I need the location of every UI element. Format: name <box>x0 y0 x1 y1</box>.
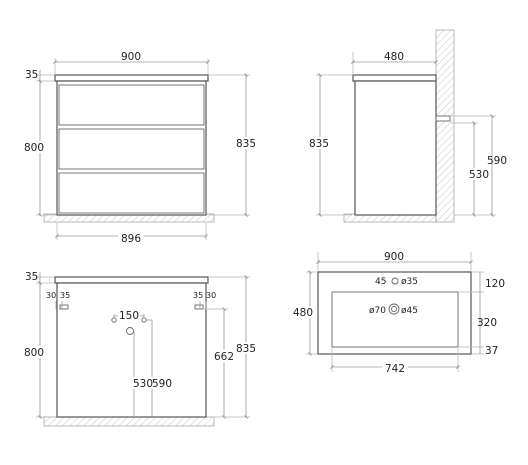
back-floor <box>43 416 215 427</box>
top-depth-label: 480 <box>293 307 313 319</box>
front-body-height-label: 800 <box>24 142 44 154</box>
top-front-margin-label: 37 <box>485 345 498 357</box>
back-edge-right-a: 35 <box>193 291 203 300</box>
back-right-rail <box>194 304 204 310</box>
back-edge-right-b: 30 <box>206 291 216 300</box>
top-bowl-width-label: 742 <box>385 363 405 375</box>
back-pipe-low-label: 530 <box>133 378 153 390</box>
back-view: 30 35 35 30 150 530 590 35 800 <box>22 271 258 427</box>
front-drawer-3 <box>58 172 205 214</box>
top-bowl-offset-label: ø70 <box>369 306 386 316</box>
front-width-top-label: 900 <box>121 51 141 63</box>
front-top-thickness-label: 35 <box>25 69 38 81</box>
back-drain-hole <box>126 327 134 335</box>
side-countertop <box>352 74 437 82</box>
back-total-height-label: 835 <box>236 343 256 355</box>
back-countertop <box>54 276 209 284</box>
back-cabinet-body <box>56 282 207 418</box>
top-drain-hole-label: ø45 <box>401 306 418 316</box>
back-pipe-high-label: 590 <box>152 378 172 390</box>
back-inner-height-label: 662 <box>214 351 234 363</box>
front-view: 900 35 800 835 896 <box>22 51 258 245</box>
top-view: 45 ø35 ø70 ø45 900 480 120 320 37 742 <box>292 251 505 375</box>
front-countertop <box>54 74 209 82</box>
top-back-margin-label: 120 <box>485 278 505 290</box>
back-pipe-hole-left <box>111 317 117 323</box>
top-bowl-depth-label: 320 <box>477 317 497 329</box>
side-cabinet-body <box>354 80 437 216</box>
side-total-height-label: 835 <box>309 138 329 150</box>
back-edge-left-a: 30 <box>46 291 56 300</box>
side-pipe-high-label: 590 <box>487 155 507 167</box>
back-pipe-hole-right <box>141 317 147 323</box>
front-drawer-1 <box>58 84 205 126</box>
back-edge-left-b: 35 <box>60 291 70 300</box>
side-depth-label: 480 <box>384 51 404 63</box>
side-wall <box>435 29 455 223</box>
back-body-height-label: 800 <box>24 347 44 359</box>
top-width-label: 900 <box>384 251 404 263</box>
back-top-thickness-label: 35 <box>25 271 38 283</box>
top-drain-inner <box>391 306 397 312</box>
front-drawer-2 <box>58 128 205 170</box>
top-tap-hole-label: ø35 <box>401 277 418 287</box>
top-bowl-outline <box>331 291 459 348</box>
front-total-height-label: 835 <box>236 138 256 150</box>
side-view: 480 835 590 530 <box>306 29 507 223</box>
front-width-bottom-label: 896 <box>121 233 141 245</box>
top-tap-offset-label: 45 <box>375 277 386 287</box>
back-left-rail <box>59 304 69 310</box>
top-tap-hole <box>391 277 399 285</box>
side-pipe <box>435 115 451 122</box>
back-pipe-spacing-label: 150 <box>119 310 139 322</box>
side-pipe-low-label: 530 <box>469 169 489 181</box>
